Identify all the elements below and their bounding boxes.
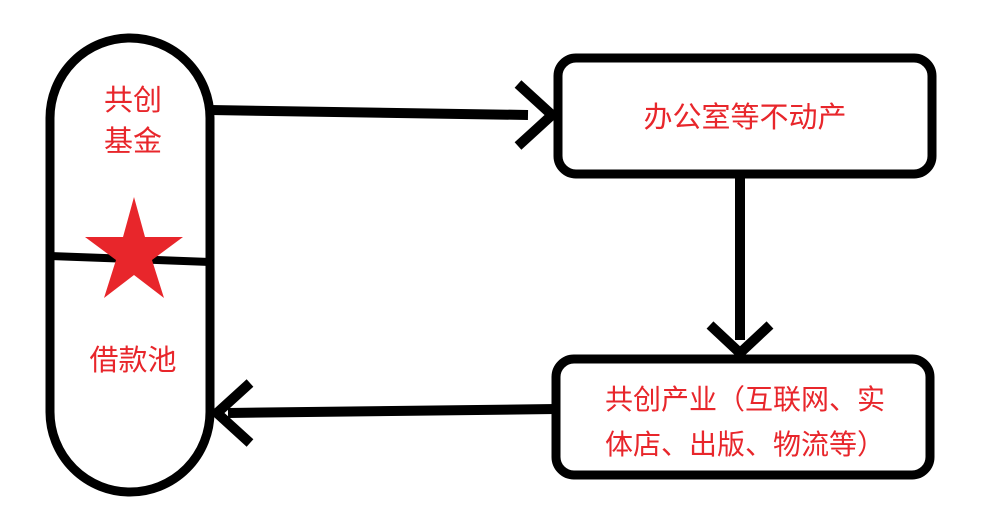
arrow-down-icon (706, 174, 774, 360)
industry-box (551, 354, 935, 480)
fund-label: 共创 基金 (103, 83, 162, 158)
star-icon (85, 197, 183, 298)
arrow-left-icon (209, 379, 557, 447)
loan-pool-label: 借款池 (89, 343, 177, 377)
arrow-right-icon (209, 80, 560, 150)
real-estate-label: 办公室等不动产 (643, 100, 847, 134)
industry-label: 共创产业（互联网、实 体店、出版、物流等） (604, 383, 885, 461)
